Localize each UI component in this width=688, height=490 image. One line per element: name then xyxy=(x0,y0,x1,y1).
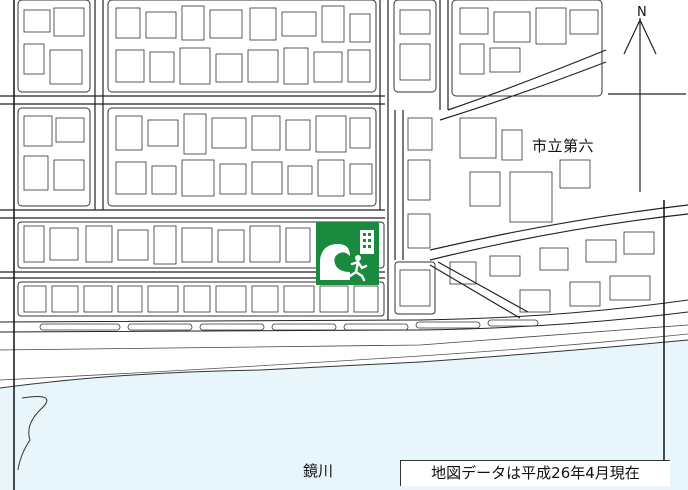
north-label: N xyxy=(637,5,647,20)
riverside-sandbar xyxy=(17,396,48,471)
embankment-line-1 xyxy=(0,299,688,323)
roadside-strips xyxy=(39,319,539,331)
river-area xyxy=(0,340,688,490)
embankment-line-3 xyxy=(0,324,688,351)
school-label: 市立第六 xyxy=(530,137,597,155)
map-data-date-note: 地図データは平成26年4月現在 xyxy=(400,460,670,486)
riverbank-inner-line xyxy=(0,333,688,381)
evacuation-pictogram xyxy=(320,230,374,282)
north-arrow-icon xyxy=(608,18,686,192)
embankment-line-2 xyxy=(0,311,688,333)
tsunami-evacuation-building-icon[interactable] xyxy=(316,222,379,285)
blocks xyxy=(17,0,603,317)
river-label: 鏡川 xyxy=(303,462,334,480)
riverbank-line xyxy=(0,339,688,389)
buildings xyxy=(23,5,655,313)
north-arrow-panel xyxy=(606,0,688,200)
